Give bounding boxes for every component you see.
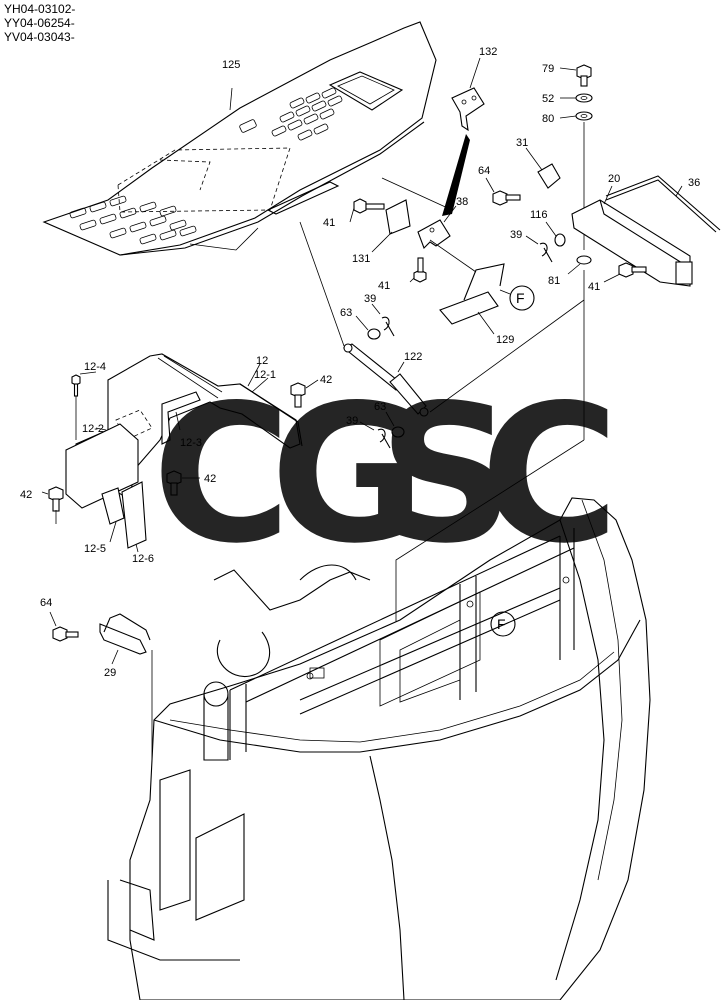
callout-38: 38 xyxy=(456,196,468,208)
callout-20: 20 xyxy=(608,173,620,185)
callout-80: 80 xyxy=(542,113,554,125)
watermark: C G S C xyxy=(152,364,619,585)
gas-strut-122: 122 63 39 63 39 xyxy=(299,221,585,449)
machine-body: F xyxy=(107,497,651,1000)
callout-29: 29 xyxy=(104,667,116,679)
callout-12-3: 12-3 xyxy=(180,437,202,449)
callout-36: 36 xyxy=(688,177,700,189)
callout-12-4: 12-4 xyxy=(84,361,106,373)
callout-64b: 64 xyxy=(40,597,52,609)
callout-41b: 41 xyxy=(378,280,390,292)
callout-39b: 39 xyxy=(364,293,376,305)
callout-42c: 42 xyxy=(20,489,32,501)
serial-number: YV04-03043- xyxy=(4,30,75,44)
callout-63a: 63 xyxy=(340,307,352,319)
callout-12: 12 xyxy=(256,355,268,367)
callout-42a: 42 xyxy=(320,374,332,386)
callout-12-6: 12-6 xyxy=(132,553,154,565)
callout-79: 79 xyxy=(542,63,554,75)
callout-125: 125 xyxy=(222,59,240,71)
callout-52: 52 xyxy=(542,93,554,105)
callout-132: 132 xyxy=(479,46,497,58)
callout-122: 122 xyxy=(404,351,422,363)
serial-number: YH04-03102- xyxy=(4,2,76,16)
callout-116: 116 xyxy=(530,209,548,221)
watermark-letter-c1: C xyxy=(152,364,291,585)
top-cover-125: 125 xyxy=(42,21,437,256)
callout-64a: 64 xyxy=(478,165,490,177)
callout-41a: 41 xyxy=(323,217,335,229)
bracket-assembly-12: 12 12-1 12-4 12-2 12-3 12-5 12-6 42 xyxy=(20,353,332,565)
latch-assembly: 79 52 80 31 64 20 36 xyxy=(395,63,721,640)
callout-39a: 39 xyxy=(510,229,522,241)
callout-81: 81 xyxy=(548,275,560,287)
callout-F2: F xyxy=(497,616,506,632)
callout-12-2: 12-2 xyxy=(82,423,104,435)
callout-12-5: 12-5 xyxy=(84,543,106,555)
callout-F1: F xyxy=(516,290,525,306)
callout-129: 129 xyxy=(496,334,514,346)
watermark-letter-c2: C xyxy=(480,364,619,585)
callout-63b: 63 xyxy=(374,401,386,413)
serial-number: YY04-06254- xyxy=(4,16,75,30)
watermark-letter-g: G xyxy=(270,364,426,585)
callout-39c: 39 xyxy=(346,415,358,427)
handle-29: 64 29 xyxy=(40,597,153,760)
watermark-letter-s: S xyxy=(378,364,515,585)
callout-42b: 42 xyxy=(204,473,216,485)
callout-41c: 41 xyxy=(588,281,600,293)
callout-131: 131 xyxy=(352,253,370,265)
serial-number-list: YH04-03102- YY04-06254- YV04-03043- xyxy=(4,2,75,44)
callout-31: 31 xyxy=(516,137,528,149)
hinge-assembly: 132 38 131 41 41 129 F xyxy=(323,46,535,346)
callout-12-1: 12-1 xyxy=(254,369,276,381)
